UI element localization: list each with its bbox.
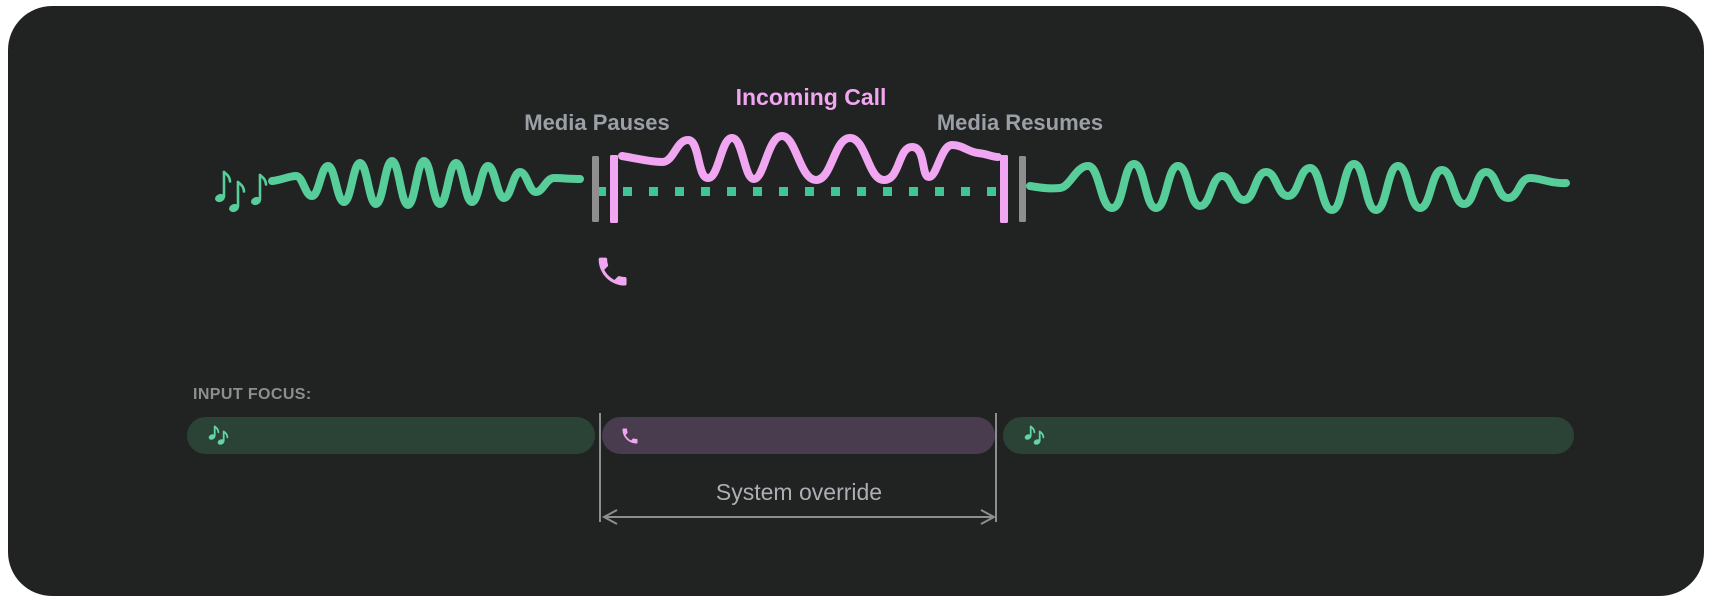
incoming-call-label: Incoming Call [735,84,887,110]
phone-icon [598,257,627,286]
media-pause-marker [592,156,599,222]
media-waveform-before [268,157,584,209]
override-guide-line-left [599,413,601,522]
focus-bar-media-after [1003,417,1574,454]
media-pauses-label: Media Pauses [524,110,670,135]
focus-bar-call-override [602,417,995,454]
music-notes-icon [215,170,268,213]
focus-bar-media-before [187,417,595,454]
media-waveform-after [1026,160,1570,214]
media-resumes-label: Media Resumes [936,110,1104,135]
call-end-marker [1000,155,1008,223]
input-focus-heading: INPUT FOCUS: [193,386,312,403]
incoming-call-waveform [618,132,1002,184]
music-notes-icon [208,425,229,445]
system-override-span-arrow [601,509,997,525]
phone-icon [622,428,638,443]
music-notes-icon [1024,425,1045,445]
diagram-canvas: Media Pauses Incoming Call Media Resumes [8,6,1704,596]
system-override-label: System override [715,479,883,505]
media-resume-marker [1019,156,1026,222]
call-start-marker [610,155,618,223]
override-guide-line-right [995,413,997,522]
